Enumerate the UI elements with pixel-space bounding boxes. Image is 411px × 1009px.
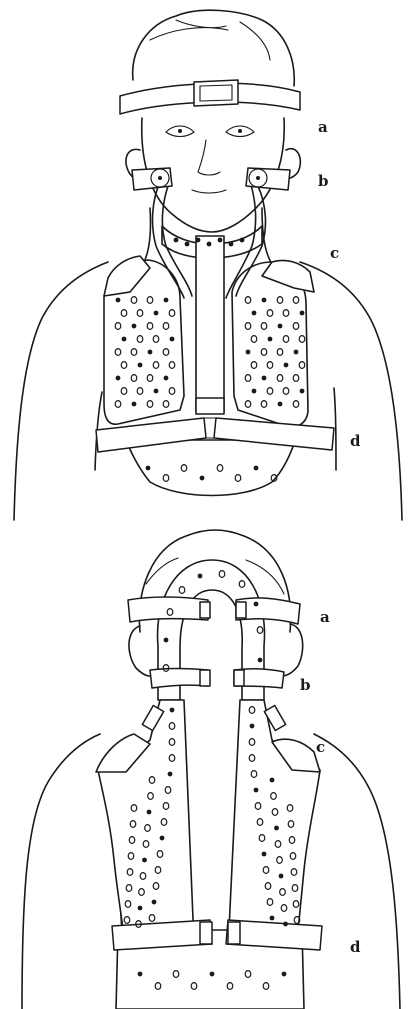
front-hole — [252, 311, 257, 316]
back-hole — [254, 602, 259, 607]
front-label-a: a — [318, 118, 328, 136]
back-hole — [210, 972, 215, 977]
front-view: a b c d — [14, 10, 402, 520]
front-hole — [246, 350, 251, 355]
front-hole — [116, 376, 121, 381]
front-hole — [122, 337, 127, 342]
front-hole — [185, 242, 190, 247]
front-hole — [154, 311, 159, 316]
front-hole — [174, 238, 179, 243]
back-view: a b c d — [22, 530, 400, 1009]
front-hole — [254, 466, 259, 471]
front-label-b: b — [318, 172, 329, 190]
back-hole — [168, 772, 173, 777]
back-hole — [270, 778, 275, 783]
back-label-c: c — [316, 738, 325, 756]
front-hole — [252, 389, 257, 394]
back-hole — [147, 810, 152, 815]
front-hole — [164, 298, 169, 303]
front-hole — [148, 350, 153, 355]
front-forehead-strap — [120, 80, 300, 114]
front-hole — [164, 376, 169, 381]
front-hole — [278, 324, 283, 329]
front-hole — [132, 324, 137, 329]
front-hole — [132, 402, 137, 407]
back-hole — [254, 788, 259, 793]
back-label-b: b — [300, 676, 311, 694]
back-hole — [279, 874, 284, 879]
front-hole — [200, 476, 205, 481]
back-hole — [198, 574, 203, 579]
front-hole — [294, 350, 299, 355]
back-hole — [283, 922, 288, 927]
front-label-c: c — [330, 244, 339, 262]
back-hole — [142, 858, 147, 863]
front-hole — [262, 376, 267, 381]
front-hole — [138, 363, 143, 368]
back-label-d: d — [350, 938, 361, 956]
back-hole — [274, 826, 279, 831]
front-ear-clamps — [132, 168, 290, 190]
back-hole — [170, 708, 175, 713]
back-hole — [250, 724, 255, 729]
back-head-straps — [128, 597, 300, 688]
back-hole — [282, 972, 287, 977]
back-hole — [138, 972, 143, 977]
back-hole — [258, 658, 263, 663]
front-hole — [196, 238, 201, 243]
front-hole — [262, 298, 267, 303]
front-hole — [268, 337, 273, 342]
front-hole — [278, 402, 283, 407]
front-hole — [218, 238, 223, 243]
front-hole — [207, 242, 212, 247]
back-hole — [262, 852, 267, 857]
back-hole — [160, 836, 165, 841]
front-hole — [300, 311, 305, 316]
front-hole — [229, 242, 234, 247]
back-label-a: a — [320, 608, 330, 626]
front-hole — [170, 337, 175, 342]
back-hole — [164, 638, 169, 643]
front-hole — [300, 389, 305, 394]
front-hole — [146, 466, 151, 471]
back-hole — [270, 916, 275, 921]
front-head — [126, 10, 300, 232]
back-hole — [152, 900, 157, 905]
back-hole — [138, 906, 143, 911]
front-hole — [116, 298, 121, 303]
front-hole — [284, 363, 289, 368]
front-hole — [154, 389, 159, 394]
front-hole — [240, 238, 245, 243]
front-label-d: d — [350, 432, 361, 450]
